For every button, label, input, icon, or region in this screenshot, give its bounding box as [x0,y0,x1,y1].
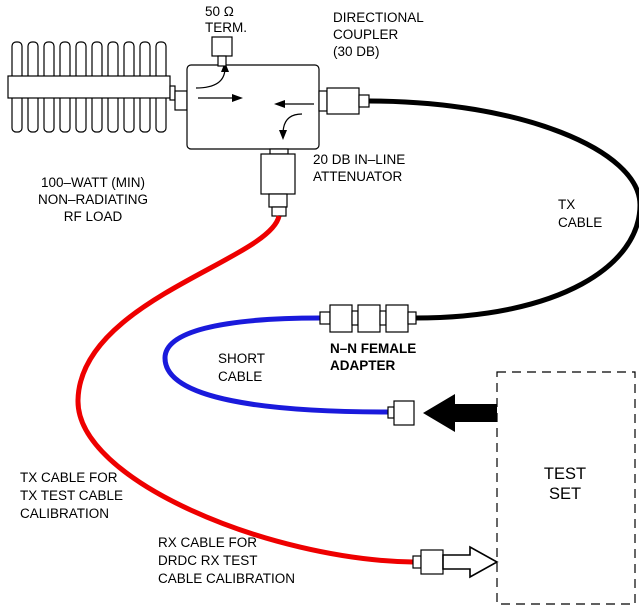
rx-cable-connector [412,549,444,575]
rf-load-label-1: 100–WATT (MIN) [41,175,145,190]
coupler-label-1: DIRECTIONAL [333,10,424,25]
short-cable-label-2: CABLE [218,369,262,384]
short-cable-connector [387,400,415,426]
term-value-label: 50 Ω [205,4,234,19]
coupler-label-3: (30 DB) [333,44,380,59]
hollow-arrow-icon [442,545,499,579]
adapter-label-2: ADAPTER [330,358,396,373]
term-word-label: TERM. [205,20,247,35]
rx-calibration-label-1: RX CABLE FOR [158,535,257,550]
attenuator-label-2: ATTENUATOR [313,169,403,184]
rx-calibration-label-3: CABLE CALIBRATION [158,571,295,586]
coupler-label-2: COUPLER [333,27,399,42]
tx-calibration-label-3: CALIBRATION [20,506,109,521]
rf-load-label-3: RF LOAD [64,209,123,224]
tx-cable-label-2: CABLE [558,215,602,230]
test-set-label-1: TEST [544,465,586,483]
coupler-output-connector [318,87,370,115]
tx-cable-label-1: TX [558,197,575,212]
test-set [496,371,636,605]
short-cable [162,315,389,415]
n-n-female-adapter [319,304,417,333]
rf-load [7,41,188,133]
rf-load-label-2: NON–RADIATING [38,192,148,207]
adapter-label-1: N–N FEMALE [330,341,416,356]
fifty-ohm-termination [211,36,233,67]
tx-calibration-label-2: TX TEST CABLE [20,488,123,503]
short-cable-label-1: SHORT [218,351,265,366]
solid-arrow-icon [423,394,497,432]
in-line-attenuator [260,148,296,217]
tx-calibration-label-1: TX CABLE FOR [20,470,118,485]
directional-coupler [186,62,320,150]
test-set-label-2: SET [549,485,581,503]
tx-cable [368,98,639,321]
rx-calibration-label-2: DRDC RX TEST [158,553,258,568]
rx-cable [75,215,414,565]
attenuator-label-1: 20 DB IN–LINE [313,152,405,167]
